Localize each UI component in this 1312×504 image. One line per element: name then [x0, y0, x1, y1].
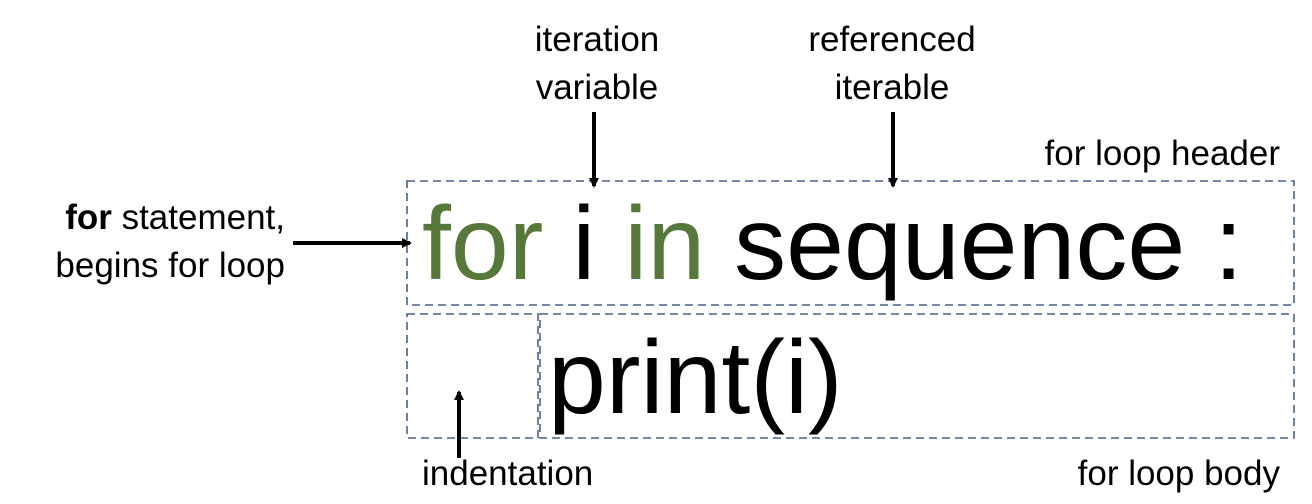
colon: : [1214, 186, 1244, 302]
loop-header-code: for i in sequence : [422, 184, 1243, 304]
indentation-label: indentation [422, 454, 594, 493]
body-box [539, 313, 1295, 439]
iterable-name: sequence [734, 186, 1186, 302]
for-statement-label: for statement, begins for loop [55, 198, 285, 285]
iteration-variable-label: iteration variable [534, 20, 660, 107]
header-box-label: for loop header [1044, 134, 1280, 173]
in-keyword: in [624, 186, 706, 302]
for-keyword: for [422, 186, 544, 302]
for-keyword-bold: for [65, 198, 112, 237]
loop-body-code: print(i) [548, 320, 843, 436]
indentation-box [406, 313, 539, 439]
header-box [406, 180, 1295, 306]
body-box-label: for loop body [1077, 454, 1280, 493]
iteration-variable: i [572, 186, 596, 302]
referenced-iterable-label: referenced iterable [808, 20, 976, 107]
